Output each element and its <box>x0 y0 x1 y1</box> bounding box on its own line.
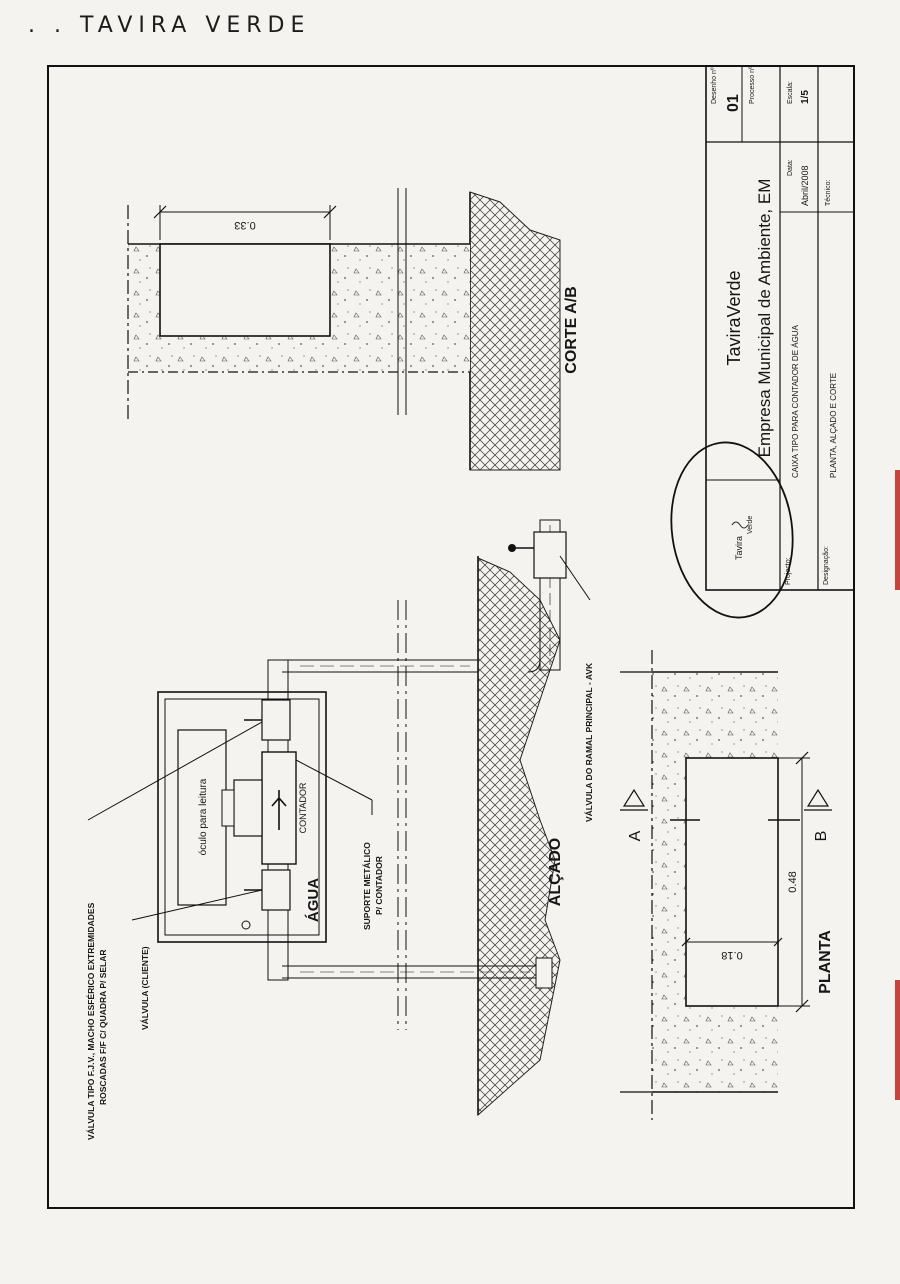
plan-view: 0.18 0.48 A B PLANTA <box>620 650 834 1120</box>
technician-label: Técnico: <box>825 179 832 206</box>
plan-length-dimension: 0.48 <box>787 871 799 892</box>
elevation-view: óculo para leitura ÁGUA CONTADOR <box>86 519 594 1140</box>
company-full-name: Empresa Municipal de Ambiente, EM <box>755 179 774 458</box>
designation-value: PLANTA, ALÇADO E CORTE <box>829 373 838 478</box>
designation-label: Designação: <box>823 546 830 585</box>
drawing-number-label: Desenho nº: <box>711 66 718 104</box>
support-label: SUPORTE METÁLICO <box>362 842 372 930</box>
drawing-frame <box>47 65 855 1209</box>
process-number-label: Processo nº: <box>749 64 756 104</box>
drawing-number: 01 <box>725 94 742 112</box>
section-cavity <box>159 243 331 337</box>
section-marker-a: A <box>627 830 644 841</box>
date-value: Abril/2008 <box>800 165 810 206</box>
valve-fjv-label-line2: ROSCADAS F/F C/ QUADRA P/ SELAR <box>98 949 108 1105</box>
title-block: Desenho nº: 01 Processo nº: Escala: 1/5 … <box>670 64 855 619</box>
plan-width-dimension: 0.18 <box>721 949 742 961</box>
scale-value: 1/5 <box>800 90 811 104</box>
hand-drawn-circle <box>670 441 794 619</box>
section-view: 0.33 CORTE A/B <box>127 188 580 471</box>
water-label: ÁGUA <box>305 878 322 922</box>
section-marker-b: B <box>813 831 830 842</box>
section-width-dimension: 0.33 <box>234 219 255 231</box>
elevation-title: ALÇADO <box>547 838 564 906</box>
logo-mark <box>731 521 749 529</box>
main-valve <box>533 531 567 579</box>
reading-window-label: óculo para leitura <box>198 778 209 855</box>
support-label-line2: P/ CONTADOR <box>374 856 384 915</box>
scan-edge-mark <box>895 470 900 590</box>
valve-client-label: VÁLVULA (CLIENTE) <box>140 946 150 1030</box>
logo-text-tavira: Tavira <box>734 536 744 560</box>
scan-edge-mark-bottom <box>895 980 900 1100</box>
main-valve-label: VÁLVULA DO RAMAL PRINCIPAL - AVK <box>584 662 594 822</box>
project-value: CAIXA TIPO PARA CONTADOR DE ÁGUA <box>791 324 800 478</box>
plan-title: PLANTA <box>817 930 834 994</box>
plan-cavity <box>685 757 779 1007</box>
date-label: Data: <box>787 159 794 176</box>
meter-label: CONTADOR <box>298 782 308 833</box>
logo-text-verde: Verde <box>747 516 754 534</box>
company-short-name: TaviraVerde <box>724 270 744 365</box>
scale-label: Escala: <box>787 81 794 104</box>
section-title: CORTE A/B <box>563 286 580 373</box>
handwritten-note: . . TAVIRA VERDE <box>28 13 310 38</box>
valve-fjv-label: VÁLVULA TIPO F.J.V., MACHO ESFÉRICO EXTR… <box>86 902 96 1140</box>
